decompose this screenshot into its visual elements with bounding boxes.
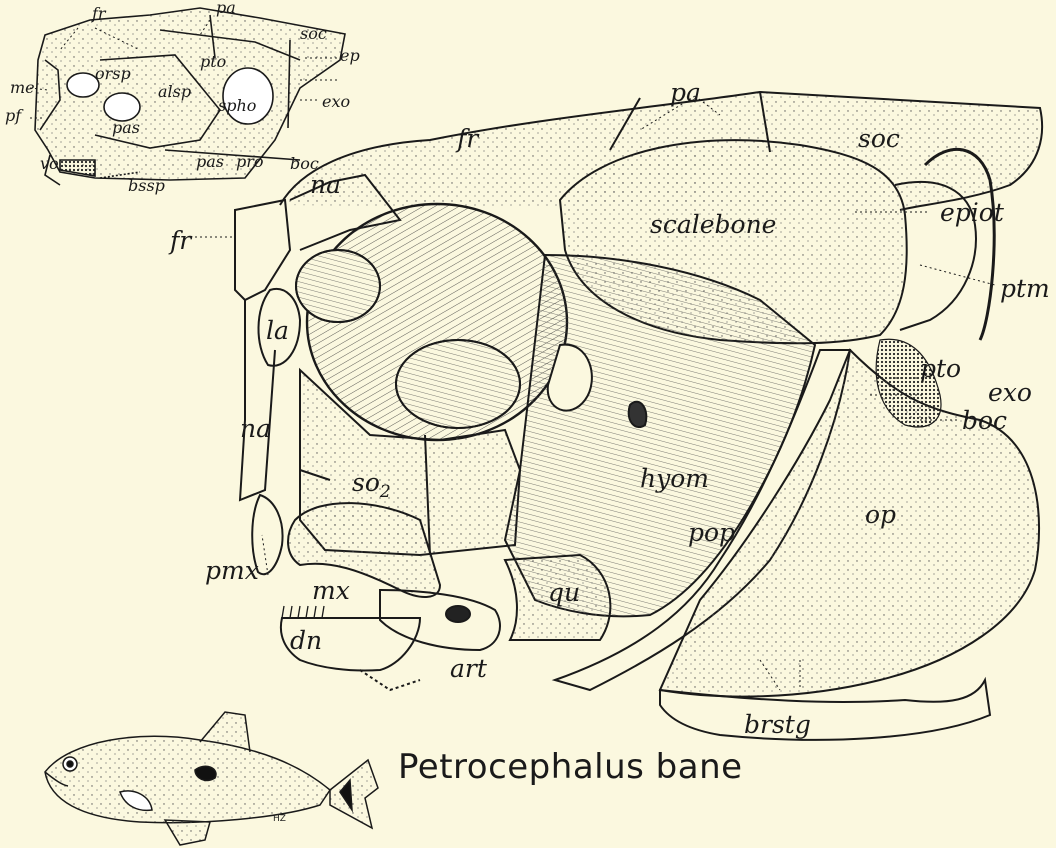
inset-label-me: me [10, 80, 35, 96]
main-label-op: op [865, 502, 896, 527]
main-label-exo: exo [988, 380, 1032, 405]
main-label-brstg: brstg [744, 712, 811, 737]
inset-label-soc: soc [300, 26, 327, 42]
main-label-hyom: hyom [640, 466, 709, 491]
main-label-so2: so2 [352, 470, 391, 501]
main-label-fr-top: fr [457, 126, 478, 151]
main-label-epiot: epiot [940, 200, 1004, 225]
main-label-art: art [450, 656, 487, 681]
inset-label-ep: ep [340, 48, 360, 64]
inset-label-orsp: orsp [95, 66, 131, 82]
main-label-pa: pa [670, 80, 701, 105]
inset-label-pa: pa [216, 0, 236, 16]
main-label-mx: mx [312, 578, 350, 603]
inset-label-bssp: bssp [128, 178, 165, 194]
main-label-so2-sub: 2 [380, 482, 391, 502]
main-label-na-top: na [310, 172, 341, 197]
main-skull [235, 92, 1042, 740]
main-label-na-left: na [240, 416, 271, 441]
inset-label-vo: vo [40, 156, 59, 172]
inset-label-pas-lower: pas [196, 154, 224, 170]
inset-label-pro: pro [236, 154, 264, 170]
inset-label-pto: pto [200, 54, 226, 70]
inset-label-fr: fr [92, 6, 106, 22]
fish-illustration [45, 712, 378, 845]
main-label-fr-left: fr [170, 228, 191, 253]
main-label-pto: pto [920, 356, 961, 381]
main-label-boc: boc [962, 408, 1007, 433]
inset-label-alsp: alsp [158, 84, 191, 100]
main-label-scalebone: scalebone [650, 212, 776, 237]
main-label-soc: soc [858, 126, 900, 151]
main-label-qu: qu [548, 580, 580, 605]
inset-label-exo: exo [322, 94, 350, 110]
artist-initials: HZ [273, 814, 286, 824]
main-label-so2-main: so [352, 468, 380, 497]
species-caption: Petrocephalus bane [398, 747, 743, 787]
inset-label-spho: spho [218, 98, 256, 114]
inset-label-pas-upper: pas [112, 120, 140, 136]
main-label-pmx: pmx [205, 558, 259, 583]
main-label-pop: pop [688, 520, 735, 545]
main-label-la: la [266, 318, 289, 343]
main-label-dn: dn [290, 628, 322, 653]
main-label-ptm: ptm [1000, 276, 1050, 301]
inset-label-pf: pf [5, 108, 21, 124]
